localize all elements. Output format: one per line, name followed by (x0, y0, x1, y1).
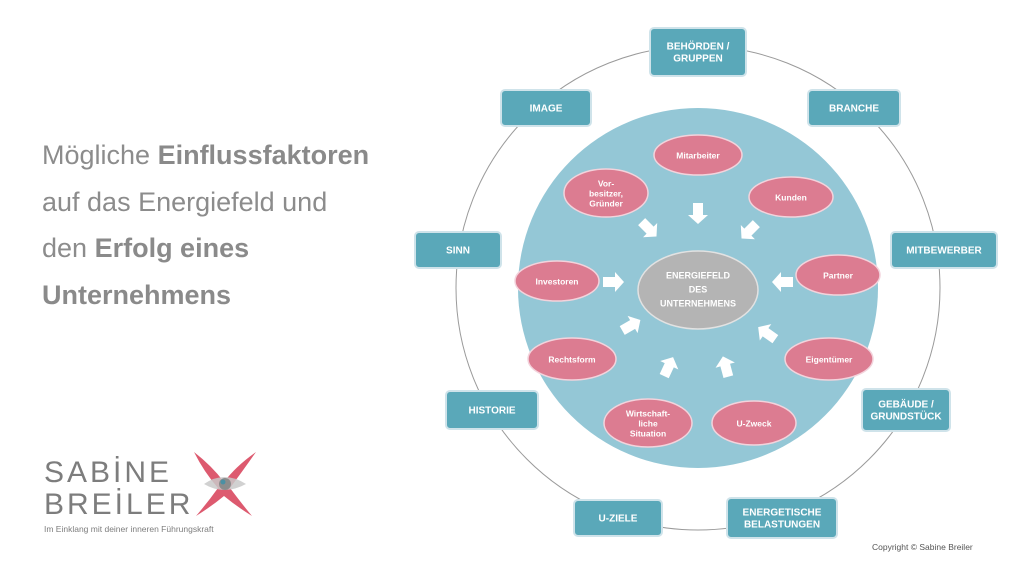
brand-name-line-2: BREİLER (44, 488, 194, 521)
inner-factor-label: Eigentümer (806, 354, 853, 364)
outer-factor-box (890, 231, 998, 269)
outer-factor-behoerden-gruppen: BEHÖRDEN /GRUPPEN (649, 27, 747, 77)
brand-logo: SABİNE BREİLER Im Einklang mit deiner in… (40, 446, 280, 536)
outer-factor-label: GEBÄUDE /GRUNDSTÜCK (870, 398, 942, 423)
outer-factor-label: U-ZIELE (599, 514, 638, 525)
outer-factor-gebaeude-grundstueck: GEBÄUDE /GRUNDSTÜCK (861, 388, 951, 432)
outer-factor-u-ziele: U-ZIELE (573, 499, 663, 537)
outer-factor-box (573, 499, 663, 537)
inner-factor-label: Vor-besitzer,Gründer (589, 178, 623, 208)
outer-factor-label: MITBEWERBER (906, 246, 982, 257)
arrow-icon (638, 218, 658, 238)
inner-factor-ellipse (514, 260, 600, 302)
outer-factor-sinn: SINN (414, 231, 502, 269)
inner-factor-rechtsform: Rechtsform (527, 337, 617, 381)
outer-factor-historie: HISTORIE (445, 390, 539, 430)
headline-line-2: auf das Energiefeld und (42, 186, 328, 217)
brand-tagline: Im Einklang mit deiner inneren Führungsk… (44, 524, 214, 534)
arrow-icon (740, 220, 760, 240)
inner-factor-ellipse (653, 134, 743, 176)
core-ellipse (637, 250, 759, 330)
inner-factor-vorbesitzer-gruender: Vor-besitzer,Gründer (563, 168, 649, 218)
inner-factor-ellipse (784, 337, 874, 381)
inner-factor-label: Kunden (775, 192, 807, 202)
brand-name-line-1: SABİNE (44, 456, 173, 489)
inner-factor-label: Partner (823, 270, 853, 280)
inner-factor-label: Rechtsform (548, 354, 596, 364)
outer-factor-mitbewerber: MITBEWERBER (890, 231, 998, 269)
inner-factor-group: MitarbeiterKundenPartnerEigentümerU-Zwec… (514, 134, 881, 448)
outer-factor-box (649, 27, 747, 77)
inner-factor-ellipse (563, 168, 649, 218)
inner-factor-ellipse (748, 176, 834, 218)
outer-factor-box (861, 388, 951, 432)
inner-factor-ellipse (603, 398, 693, 448)
inner-factor-label: Mitarbeiter (676, 150, 720, 160)
inner-factor-label: U-Zweck (737, 418, 772, 428)
headline-line-3: den Erfolg eines (42, 233, 250, 263)
outer-factor-box (414, 231, 502, 269)
headline: Mögliche Einflussfaktoren auf das Energi… (42, 132, 422, 318)
arrow-icon (688, 203, 708, 224)
outer-factor-branche: BRANCHE (807, 89, 901, 127)
copyright: Copyright © Sabine Breiler (872, 542, 973, 552)
arrow-icon (659, 357, 679, 379)
outer-factor-image: IMAGE (500, 89, 592, 127)
outer-factor-label: SINN (446, 246, 470, 257)
inner-factor-kunden: Kunden (748, 176, 834, 218)
outer-factor-group: BEHÖRDEN /GRUPPEN BRANCHE MITBEWERBER GEBÄU… (414, 27, 998, 539)
outer-factor-label: IMAGE (530, 104, 563, 115)
outer-factor-label: HISTORIE (468, 406, 515, 417)
inner-factor-investoren: Investoren (514, 260, 600, 302)
inner-factor-ellipse (795, 254, 881, 296)
inner-factor-partner: Partner (795, 254, 881, 296)
arrow-icon (603, 272, 624, 292)
inner-factor-label: Investoren (536, 276, 579, 286)
outer-factor-label: BRANCHE (829, 104, 879, 115)
inner-factor-eigentuemer: Eigentümer (784, 337, 874, 381)
outer-factor-box (445, 390, 539, 430)
x-figure-logo-icon (194, 452, 256, 516)
inner-factor-u-zweck: U-Zweck (711, 400, 797, 446)
arrow-icon (619, 315, 641, 335)
arrow-group (603, 203, 793, 379)
inner-factor-ellipse (711, 400, 797, 446)
arrow-icon (758, 324, 779, 344)
outer-factor-box (726, 497, 838, 539)
arrow-icon (715, 356, 735, 378)
outer-factor-label: BEHÖRDEN /GRUPPEN (667, 40, 730, 65)
outer-factor-box (807, 89, 901, 127)
outer-factor-box (500, 89, 592, 127)
arrow-icon (772, 272, 793, 292)
headline-line-4: Unternehmens (42, 279, 232, 310)
headline-line-1: Mögliche Einflussfaktoren (42, 140, 370, 170)
inner-factor-ellipse (527, 337, 617, 381)
inner-factor-mitarbeiter: Mitarbeiter (653, 134, 743, 176)
